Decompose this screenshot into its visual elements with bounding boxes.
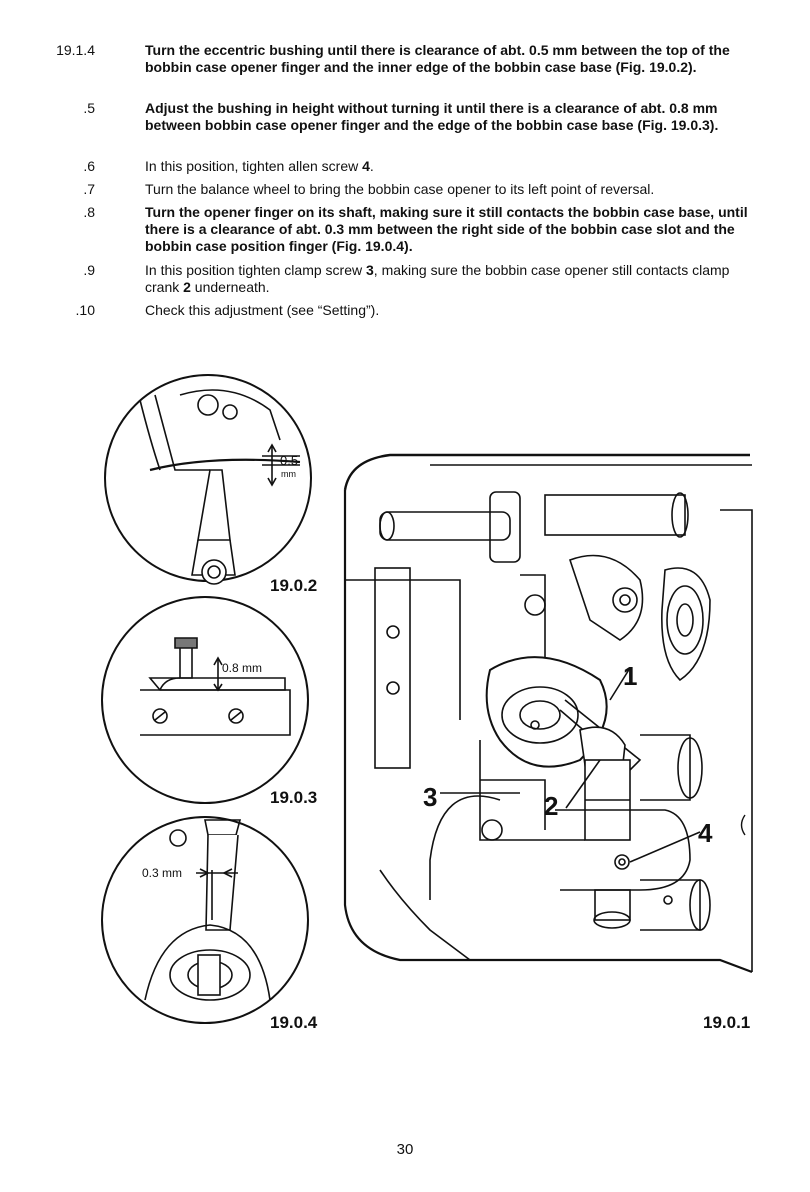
callout-4: 4	[698, 818, 713, 848]
step-number: 19.1.4	[56, 42, 95, 58]
step-number: .6	[83, 158, 95, 174]
step-text: Check this adjustment (see “Setting”).	[145, 302, 380, 318]
step-text-part: underneath.	[190, 279, 270, 295]
fig-19-0-4-caption: 19.0.4	[270, 1013, 318, 1032]
callout-ref: 2	[183, 279, 191, 295]
fig-19-0-1-main: 3 2 1 4	[343, 453, 753, 974]
step-number: .9	[83, 262, 95, 278]
callout-ref: 4	[362, 158, 370, 174]
step-text: Turn the balance wheel to bring the bobb…	[145, 181, 655, 197]
fig-19-0-3-detail: 0.8 mm	[101, 596, 309, 804]
fig-19-0-2-dim-unit: mm	[281, 469, 296, 479]
callout-2: 2	[544, 791, 558, 821]
step-text: In this position, tighten allen screw 4.	[145, 158, 755, 175]
fig-19-0-4-detail: 0.3 mm	[101, 816, 309, 1024]
step-number: .5	[83, 100, 95, 116]
callout-1: 1	[623, 661, 637, 691]
fig-19-0-3-dim: 0.8 mm	[222, 661, 262, 675]
fig-19-0-3-caption: 19.0.3	[270, 788, 318, 807]
callout-ref: 3	[366, 262, 374, 278]
page-number: 30	[396, 1141, 414, 1158]
step-text: Adjust the bushing in height without tur…	[145, 100, 719, 133]
step-text-part: In this position, tighten allen screw	[145, 158, 363, 174]
step-number: .10	[75, 302, 95, 318]
fig-19-0-2-dim-value: 0.5	[280, 453, 298, 468]
step-text: Turn the eccentric bushing until there i…	[145, 42, 730, 75]
step-number: .7	[83, 181, 95, 197]
fig-19-0-2-detail: 0.5 mm	[104, 374, 312, 585]
step-text-part: , making sure the bobbin case opener sti…	[145, 262, 730, 295]
step-text-part: In this position tighten clamp screw	[145, 262, 366, 278]
step-number: .8	[83, 204, 95, 220]
callout-3: 3	[423, 782, 437, 812]
step-text-part: .	[369, 158, 374, 174]
fig-19-0-1-caption: 19.0.1	[703, 1013, 751, 1032]
step-text: Turn the opener finger on its shaft, mak…	[145, 204, 748, 254]
step-text: In this position tighten clamp screw 3, …	[145, 262, 755, 296]
fig-19-0-2-caption: 19.0.2	[270, 576, 318, 595]
fig-19-0-4-dim: 0.3 mm	[142, 866, 182, 880]
